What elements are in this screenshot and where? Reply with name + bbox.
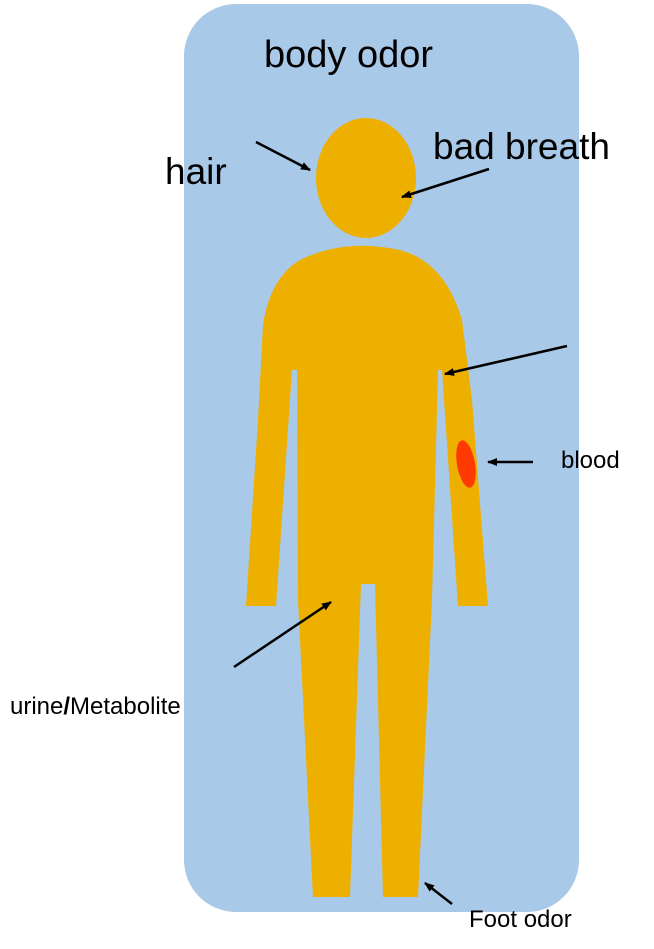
urine-metabolite-label: urine/Metabolite bbox=[10, 695, 181, 719]
foot-odor-label: Foot odor bbox=[469, 908, 572, 932]
blood-label: blood bbox=[561, 449, 620, 473]
urine-text: urine bbox=[10, 693, 63, 720]
diagram-title: body odor bbox=[264, 36, 433, 74]
head bbox=[316, 118, 416, 238]
hair-label: hair bbox=[165, 153, 227, 190]
bad-breath-label: bad breath bbox=[433, 128, 610, 165]
metabolite-text: Metabolite bbox=[70, 693, 181, 720]
